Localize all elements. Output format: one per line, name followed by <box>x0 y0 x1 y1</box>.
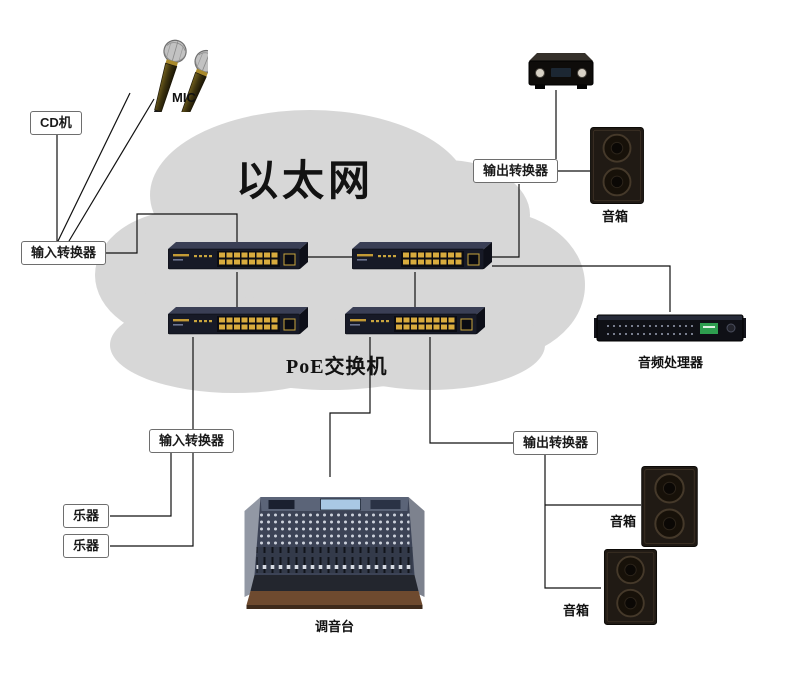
ethernet-cloud-title: 以太网 <box>236 159 375 205</box>
mixer-console-icon <box>244 477 425 611</box>
line-input-converter-to-switch1 <box>106 213 238 254</box>
label-instrument-1: 乐器 <box>63 504 110 529</box>
label-mixer: 调音台 <box>315 619 355 634</box>
line-output-converter-to-speaker-lower <box>544 455 601 589</box>
label-output-converter-bottom: 输出转换器 <box>513 431 599 456</box>
label-mic: MIC <box>172 90 196 105</box>
label-speaker-top: 音箱 <box>602 209 629 224</box>
poe-switch-icon-3 <box>168 307 308 337</box>
speaker-icon-right-upper <box>641 466 698 547</box>
label-instrument-2: 乐器 <box>63 534 110 559</box>
poe-switch-cloud-label: PoE交换机 <box>286 356 388 378</box>
label-cd-player: CD机 <box>30 111 82 136</box>
line-input-converter-to-instrument2 <box>110 453 194 547</box>
label-input-converter-left: 输入转换器 <box>21 241 107 266</box>
poe-switch-icon-2 <box>352 242 492 272</box>
poe-switch-icon-1 <box>168 242 308 272</box>
speaker-icon-top <box>590 127 644 204</box>
speaker-icon-right-lower <box>601 549 660 625</box>
label-output-converter-top: 输出转换器 <box>473 159 559 184</box>
line-switch4-to-mixer <box>329 337 371 477</box>
line-switch2-to-audio-processor <box>492 265 671 312</box>
line-input-converter-to-instrument1 <box>110 453 172 517</box>
amplifier-icon <box>527 53 595 91</box>
label-speaker-right-upper: 音箱 <box>610 514 637 529</box>
label-input-converter-bottom: 输入转换器 <box>149 429 235 454</box>
line-mic2-to-input-converter <box>68 98 155 242</box>
label-speaker-right-lower: 音箱 <box>563 603 590 618</box>
poe-switch-icon-4 <box>345 307 485 337</box>
line-switch4-to-output-converter-bottom <box>429 337 513 444</box>
label-audio-processor: 音频处理器 <box>638 355 704 370</box>
line-mic1-to-input-converter <box>57 92 131 242</box>
audio-processor-icon <box>594 312 746 344</box>
line-output-converter-to-switch2 <box>492 184 520 258</box>
